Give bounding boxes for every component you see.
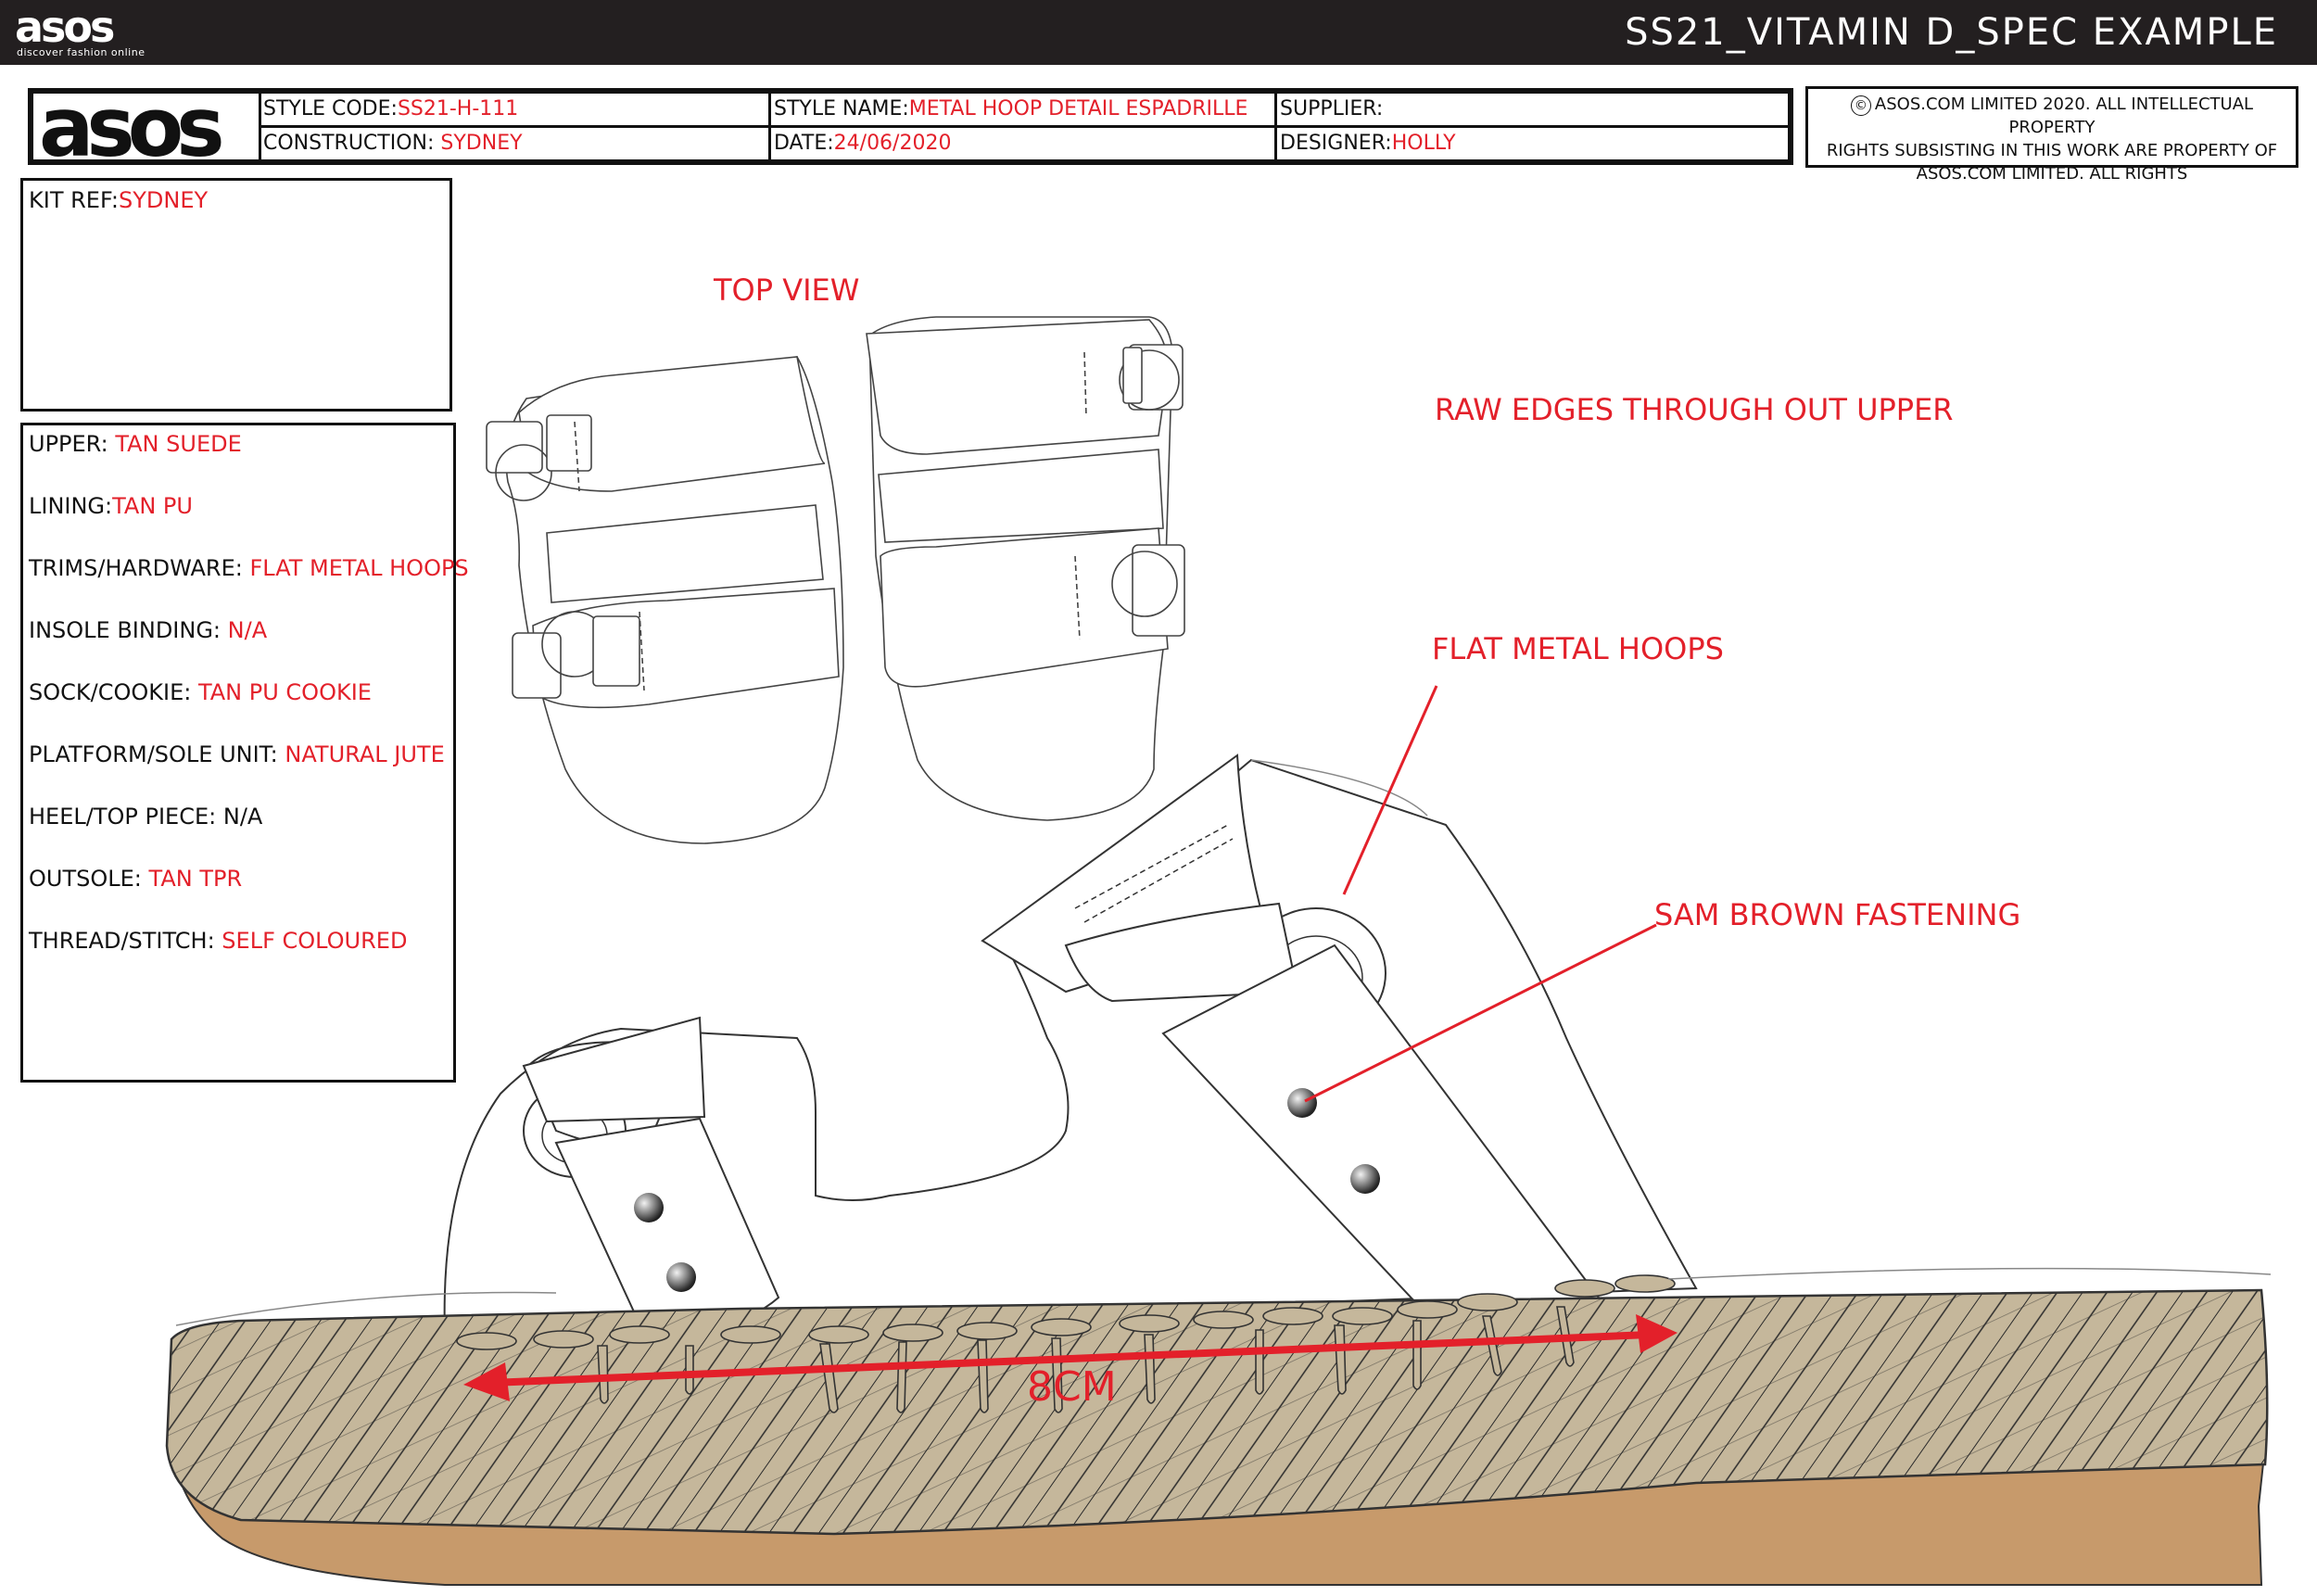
divider (261, 125, 1788, 128)
spec-value: NATURAL JUTE (285, 741, 445, 767)
copyright-text-1: ASOS.COM LIMITED 2020. ALL INTELLECTUAL … (1874, 95, 2254, 137)
copyright-notice: ©ASOS.COM LIMITED 2020. ALL INTELLECTUAL… (1805, 86, 2298, 184)
spec-label: LINING: (29, 493, 113, 519)
kit-ref-value: SYDNEY (118, 187, 209, 213)
spec-upper: UPPER: TAN SUEDE (29, 430, 242, 458)
hoop-leader-line (1342, 685, 1438, 895)
top-view-left-sandal (486, 356, 844, 844)
spec-value: TAN PU COOKIE (197, 679, 372, 705)
construction-label: CONSTRUCTION: (263, 132, 435, 155)
kit-ref-field: KIT REF:SYDNEY (29, 186, 208, 214)
style-name-value: METAL HOOP DETAIL ESPADRILLE (908, 97, 1248, 120)
spec-lining: LINING:TAN PU (29, 492, 193, 520)
flat-metal-hoops-note: FLAT METAL HOOPS (1432, 631, 1724, 666)
construction-field: CONSTRUCTION: SYDNEY (263, 130, 523, 158)
style-code-label: STYLE CODE: (263, 97, 398, 120)
spec-label: TRIMS/HARDWARE: (29, 555, 243, 581)
spec-label: THREAD/STITCH: (29, 928, 215, 954)
spec-heel: HEEL/TOP PIECE: N/A (29, 803, 262, 830)
date-label: DATE: (774, 132, 834, 155)
spec-label: INSOLE BINDING: (29, 617, 222, 643)
spec-label: HEEL/TOP PIECE: (29, 804, 217, 830)
binding-stitches (456, 1274, 1676, 1413)
spec-label: PLATFORM/SOLE UNIT: (29, 741, 278, 767)
spec-value: TAN SUEDE (115, 431, 242, 457)
copyright-line-2: RIGHTS SUBSISTING IN THIS WORK ARE PROPE… (1826, 141, 2278, 160)
side-view-upper (443, 754, 1698, 1346)
sole-unit (165, 759, 2272, 1586)
designer-value: HOLLY (1391, 132, 1456, 155)
spec-label: UPPER: (29, 431, 108, 457)
supplier-field: SUPPLIER: (1280, 95, 1383, 123)
spec-value: SELF COLOURED (222, 928, 408, 954)
spec-value: N/A (227, 617, 268, 643)
style-code-value: SS21-H-111 (397, 97, 519, 120)
specs-box: UPPER: TAN SUEDE LINING:TAN PU TRIMS/HAR… (20, 423, 469, 1083)
annotation-leaders (1304, 685, 1657, 1103)
spec-platform: PLATFORM/SOLE UNIT: NATURAL JUTE (29, 741, 445, 768)
kit-ref-box: KIT REF:SYDNEY (20, 178, 452, 412)
top-logo: asos (15, 2, 115, 52)
spec-sock-cookie: SOCK/COOKIE: TAN PU COOKIE (29, 678, 372, 706)
raw-edges-note: RAW EDGES THROUGH OUT UPPER (1435, 392, 1954, 427)
spec-value: TAN TPR (148, 866, 243, 892)
style-name-field: STYLE NAME:METAL HOOP DETAIL ESPADRILLE (774, 95, 1247, 123)
top-tagline: discover fashion online (17, 46, 146, 58)
date-value: 24/06/2020 (833, 132, 952, 155)
copyright-line-1: ©ASOS.COM LIMITED 2020. ALL INTELLECTUAL… (1808, 93, 2296, 139)
header-logo: asos (39, 80, 225, 175)
designer-label: DESIGNER: (1280, 132, 1392, 155)
spec-label: OUTSOLE: (29, 866, 142, 892)
supplier-label: SUPPLIER: (1280, 97, 1384, 120)
designer-field: DESIGNER:HOLLY (1280, 130, 1456, 158)
top-bar: asos discover fashion online SS21_VITAMI… (0, 0, 2317, 65)
date-field: DATE:24/06/2020 (774, 130, 951, 158)
spec-label: SOCK/COOKIE: (29, 679, 192, 705)
spec-thread: THREAD/STITCH: SELF COLOURED (29, 927, 407, 955)
top-view-right-sandal (866, 316, 1185, 821)
top-view-label: TOP VIEW (714, 272, 860, 308)
divider (259, 94, 261, 159)
spec-insole-binding: INSOLE BINDING: N/A (29, 616, 267, 644)
measurement-label: 8CM (1027, 1363, 1117, 1411)
measurement-arrow (463, 1314, 1678, 1401)
copyright-icon: © (1850, 95, 1871, 116)
copyright-line-3: ASOS.COM LIMITED. ALL RIGHTS (1916, 164, 2188, 184)
spec-value: N/A (222, 804, 263, 830)
spec-value: FLAT METAL HOOPS (249, 555, 469, 581)
style-name-label: STYLE NAME: (774, 97, 909, 120)
kit-ref-label: KIT REF: (29, 187, 119, 213)
document-title: SS21_VITAMIN D_SPEC EXAMPLE (1625, 11, 2278, 54)
spec-outsole: OUTSOLE: TAN TPR (29, 865, 242, 893)
spec-value: TAN PU (112, 493, 193, 519)
construction-value: SYDNEY (440, 132, 523, 155)
header-info-box: asos STYLE CODE:SS21-H-111 CONSTRUCTION:… (28, 80, 1793, 175)
fastening-leader-line (1304, 923, 1657, 1103)
style-code-field: STYLE CODE:SS21-H-111 (263, 95, 518, 123)
spec-trims: TRIMS/HARDWARE: FLAT METAL HOOPS (29, 554, 469, 582)
sam-brown-fastening-note: SAM BROWN FASTENING (1654, 897, 2021, 932)
